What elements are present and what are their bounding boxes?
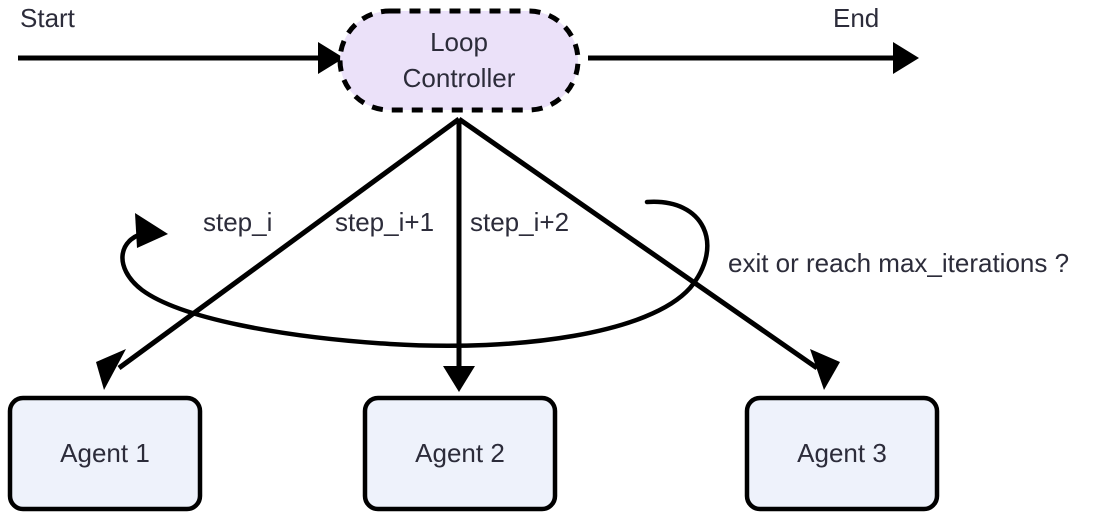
agent-3-arrowhead-icon: [810, 349, 840, 390]
agent-2-arrowhead-icon: [443, 366, 475, 392]
feedback-condition-label: exit or reach max_iterations ?: [728, 248, 1069, 278]
node-agent-2[interactable]: Agent 2: [362, 395, 558, 512]
edge-feedback-loop: [120, 199, 710, 349]
start-label: Start: [20, 3, 76, 33]
loop-controller-shape[interactable]: [337, 8, 581, 113]
feedback-curve-path: [120, 199, 710, 349]
agent-1-shape[interactable]: [7, 395, 203, 512]
feedback-arrowhead-icon: [135, 213, 168, 248]
end-label: End: [833, 3, 879, 33]
start-arrowhead-icon: [318, 42, 344, 74]
edge-controller-to-end: [588, 42, 919, 74]
loop-controller-label-line-1: Loop: [430, 27, 488, 57]
node-agent-3[interactable]: Agent 3: [744, 395, 940, 512]
node-loop-controller[interactable]: Loop Controller: [337, 8, 581, 113]
agent-3-edge-line: [457, 116, 819, 371]
agent-1-edge-line: [117, 116, 461, 371]
agent-1-arrowhead-icon: [96, 349, 126, 390]
end-arrowhead-icon: [893, 42, 919, 74]
agent-3-label: Agent 3: [797, 438, 887, 468]
agent-2-shape[interactable]: [362, 395, 558, 512]
agent-2-label: Agent 2: [415, 438, 505, 468]
agent-3-shape[interactable]: [744, 395, 940, 512]
agent-1-label: Agent 1: [60, 438, 150, 468]
edge-controller-to-agent-1: [96, 116, 461, 390]
loop-controller-label-line-2: Controller: [403, 63, 516, 93]
step-label-2: step_i+1: [335, 207, 434, 237]
edge-start-to-controller: [18, 42, 344, 74]
step-label-1: step_i: [203, 207, 272, 237]
node-agent-1[interactable]: Agent 1: [7, 395, 203, 512]
edge-controller-to-agent-3: [457, 116, 840, 390]
step-label-3: step_i+2: [470, 207, 569, 237]
edge-controller-to-agent-2: [443, 119, 475, 392]
